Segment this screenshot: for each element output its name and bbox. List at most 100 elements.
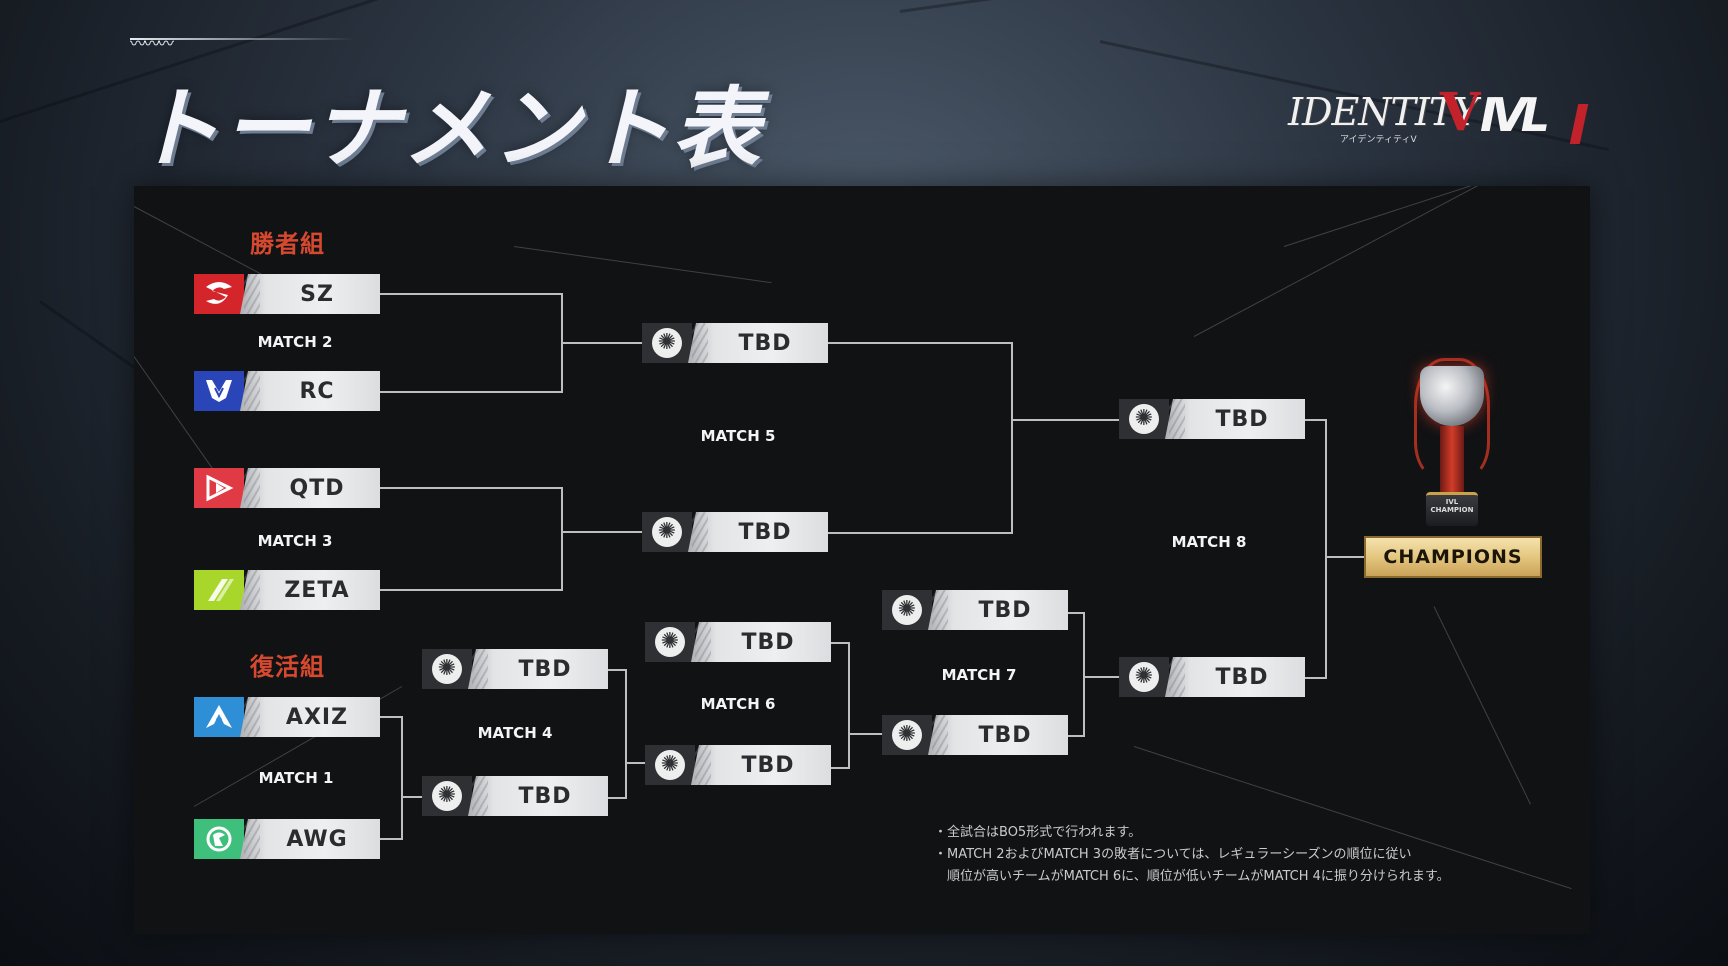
notes: ・全試合はBO5形式で行われます。 ・MATCH 2およびMATCH 3の敗者に… xyxy=(934,822,1450,888)
bracket-connector xyxy=(1083,612,1085,737)
placeholder-emblem-icon: ✺ xyxy=(882,715,932,755)
bracket-connector xyxy=(380,838,403,840)
bracket-connector xyxy=(1325,419,1327,679)
bracket-connector xyxy=(401,716,403,840)
bracket-connector xyxy=(380,589,562,591)
header-decoration: 〰〰〰 xyxy=(130,34,174,53)
placeholder-emblem-icon: ✺ xyxy=(422,776,472,816)
page-title: トーナメント表 xyxy=(132,77,763,180)
bracket-connector xyxy=(561,531,643,533)
team-name: QTD xyxy=(240,468,380,508)
logo-identity-text: IDENTITY xyxy=(1288,90,1478,134)
sz-logo-icon xyxy=(194,274,244,314)
trophy-cup xyxy=(1420,366,1484,426)
placeholder-emblem-icon: ✺ xyxy=(645,745,695,785)
background-branch xyxy=(899,0,1198,13)
team-slot-sz: SZ xyxy=(194,274,380,314)
axiz-logo-icon xyxy=(194,697,244,737)
match-3-label: MATCH 3 xyxy=(257,532,333,550)
placeholder-emblem-icon: ✺ xyxy=(645,622,695,662)
tbd-label: TBD xyxy=(691,622,831,662)
bracket-connector xyxy=(380,716,403,718)
qtd-logo-icon xyxy=(194,468,244,508)
match-1-label: MATCH 1 xyxy=(258,769,334,787)
placeholder-emblem-icon: ✺ xyxy=(1119,657,1169,697)
tbd-slot-match4-top: ✺ TBD xyxy=(422,649,608,689)
tbd-slot-match6-top: ✺ TBD xyxy=(645,622,831,662)
bracket-connector xyxy=(1083,676,1121,678)
slot-stripe xyxy=(692,323,708,363)
logo-v-text: V xyxy=(1440,82,1481,143)
bracket-connector xyxy=(625,762,647,764)
tbd-label: TBD xyxy=(928,590,1068,630)
slot-stripe xyxy=(244,468,260,508)
tbd-slot-match8-top: ✺ TBD xyxy=(1119,399,1305,439)
bracket-connector xyxy=(1325,556,1365,558)
placeholder-emblem-icon: ✺ xyxy=(642,323,692,363)
tbd-label: TBD xyxy=(468,649,608,689)
team-slot-zeta: ZETA xyxy=(194,570,380,610)
placeholder-emblem-icon: ✺ xyxy=(642,512,692,552)
slot-stripe xyxy=(472,649,488,689)
bracket-connector xyxy=(1011,342,1013,534)
tbd-slot-match4-bottom: ✺ TBD xyxy=(422,776,608,816)
logo-ivl-text: IVL xyxy=(1480,88,1550,142)
tbd-slot-match5-bottom: ✺ TBD xyxy=(642,512,828,552)
note-line: ・全試合はBO5形式で行われます。 xyxy=(934,825,1142,840)
bracket-connector xyxy=(607,797,627,799)
tbd-slot-match7-bottom: ✺ TBD xyxy=(882,715,1068,755)
slot-stripe xyxy=(244,697,260,737)
trophy-base xyxy=(1426,492,1478,526)
bracket-connector xyxy=(561,487,563,591)
tbd-label: TBD xyxy=(688,323,828,363)
tbd-label: TBD xyxy=(691,745,831,785)
header-line xyxy=(130,38,355,40)
bracket-connector xyxy=(830,767,850,769)
bracket-connector xyxy=(1067,735,1085,737)
bracket-connector xyxy=(1011,419,1121,421)
team-name: AWG xyxy=(240,819,380,859)
team-name: RC xyxy=(240,371,380,411)
match-7-label: MATCH 7 xyxy=(941,666,1017,684)
team-name: ZETA xyxy=(240,570,380,610)
slot-stripe xyxy=(692,512,708,552)
placeholder-emblem-icon: ✺ xyxy=(422,649,472,689)
tbd-slot-match8-bottom: ✺ TBD xyxy=(1119,657,1305,697)
match-6-label: MATCH 6 xyxy=(700,695,776,713)
placeholder-emblem-icon: ✺ xyxy=(1119,399,1169,439)
match-5-label: MATCH 5 xyxy=(700,427,776,445)
slot-stripe xyxy=(695,745,711,785)
team-name: AXIZ xyxy=(240,697,380,737)
bracket-connector xyxy=(827,342,1013,344)
bracket-connector xyxy=(1067,612,1085,614)
team-slot-rc: RC xyxy=(194,371,380,411)
revival-group-label: 復活組 xyxy=(250,653,325,681)
tbd-label: TBD xyxy=(1165,657,1305,697)
zeta-logo-icon xyxy=(194,570,244,610)
glass-crack xyxy=(1433,606,1531,805)
bracket-connector xyxy=(1305,677,1327,679)
tbd-label: TBD xyxy=(1165,399,1305,439)
slot-stripe xyxy=(244,274,260,314)
slot-stripe xyxy=(1169,399,1185,439)
tbd-slot-match5-top: ✺ TBD xyxy=(642,323,828,363)
bracket-connector xyxy=(380,293,562,295)
bracket-connector xyxy=(848,642,850,769)
champions-label: CHAMPIONS xyxy=(1364,536,1542,578)
bracket-connector xyxy=(827,532,1013,534)
tbd-label: TBD xyxy=(468,776,608,816)
logo-subtitle: アイデンティティV xyxy=(1340,135,1417,145)
team-slot-axiz: AXIZ xyxy=(194,697,380,737)
placeholder-emblem-icon: ✺ xyxy=(882,590,932,630)
slot-stripe xyxy=(932,590,948,630)
team-name: SZ xyxy=(240,274,380,314)
note-line: 順位が高いチームがMATCH 6に、順位が低いチームがMATCH 4に振り分けら… xyxy=(934,869,1450,884)
bracket-connector xyxy=(830,642,850,644)
tbd-slot-match7-top: ✺ TBD xyxy=(882,590,1068,630)
tbd-label: TBD xyxy=(928,715,1068,755)
identity-v-ivl-logo: IDENTITY V アイデンティティV IVL xyxy=(1288,82,1594,150)
awg-logo-icon xyxy=(194,819,244,859)
bracket-connector xyxy=(607,669,627,671)
slot-stripe xyxy=(244,570,260,610)
slot-stripe xyxy=(244,371,260,411)
